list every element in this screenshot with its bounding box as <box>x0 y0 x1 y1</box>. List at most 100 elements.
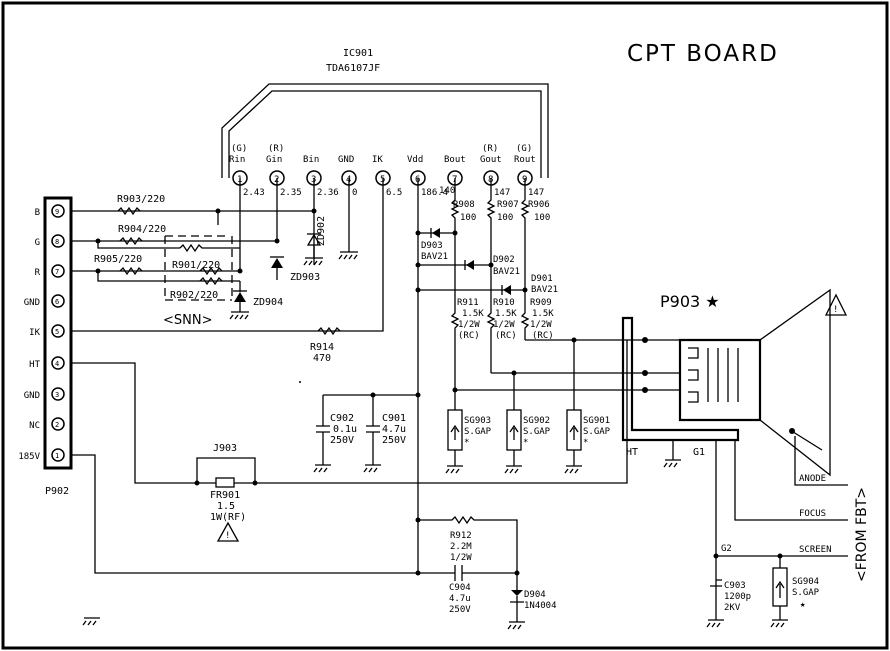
sg901-type: S.GAP <box>583 427 611 437</box>
warning-triangle-icon <box>216 521 240 542</box>
connector-pin-number: 8 <box>55 238 59 246</box>
r908-ref: R908 <box>453 200 475 210</box>
sg902-note: * <box>523 438 528 448</box>
spark-gap-sg902 <box>504 409 522 474</box>
d904-part: 1N4004 <box>524 601 557 611</box>
ic-pin-channel: (G) <box>231 144 247 154</box>
ic-pin-name: Bout <box>444 155 466 165</box>
connector-pin-signal: GND <box>24 298 40 308</box>
resistor-r914 <box>317 326 341 336</box>
ic-pin-group: 1Rin(G)2.432Gin(R)2.353Bin2.364GND05IK6.… <box>229 144 544 198</box>
connector-pin-6: 6 GND <box>24 294 65 308</box>
zener-zd902 <box>303 233 323 266</box>
sg902-type: S.GAP <box>523 427 551 437</box>
c902-rating: 250V <box>330 435 354 446</box>
pin7-out-voltage: 140 <box>439 186 455 196</box>
fr901-ref: FR901 <box>210 490 240 501</box>
resistor-r907 <box>418 178 496 266</box>
connector-pin-signal: NC <box>29 421 40 431</box>
ic-pin-name: Gin <box>266 155 282 165</box>
c901-rating: 250V <box>382 435 406 446</box>
r909-value: 1.5K <box>532 309 554 319</box>
sg903-type: S.GAP <box>464 427 492 437</box>
connector-pin-signal: 185V <box>18 452 40 462</box>
r903-label: R903/220 <box>117 194 165 205</box>
spark-gap-sg903 <box>445 390 463 474</box>
snn-dashed-box <box>164 235 233 301</box>
connector-p902-body <box>43 196 73 470</box>
diode-d904 <box>511 590 523 596</box>
ground-symbol <box>338 178 358 260</box>
ic-pin-channel: (R) <box>268 144 284 154</box>
zd903-label: ZD903 <box>290 272 320 283</box>
connector-pin-5: 5IK <box>29 324 65 338</box>
board-title: CPT BOARD <box>627 41 779 67</box>
sg901-ref: SG901 <box>583 416 610 426</box>
connector-pin-signal: HT <box>29 360 40 370</box>
sg901-note: * <box>583 438 588 448</box>
resistor-r904 <box>119 236 143 246</box>
ic-pin-voltage: 0 <box>352 188 357 198</box>
snn-label: <SNN> <box>163 313 213 328</box>
warning-triangle-icon <box>824 293 848 316</box>
ic-pin-voltage: 147 <box>528 188 544 198</box>
c904-rating: 250V <box>449 605 471 615</box>
r911-ref: R911 <box>457 298 479 308</box>
connector-pin-2: 2NC <box>29 417 65 431</box>
svg-text:!: ! <box>225 531 230 541</box>
sg904-type: S.GAP <box>792 588 820 598</box>
connector-pin-signal: B <box>35 208 40 218</box>
sg903-ref: SG903 <box>464 416 491 426</box>
connector-pin-number: 6 <box>55 298 59 306</box>
r910-power: 1/2W <box>493 320 515 330</box>
zener-zd904 <box>229 281 249 320</box>
resistor-r901 <box>199 266 223 276</box>
ic-pin-name: Rin <box>229 155 245 165</box>
connector-pin-9: 9B <box>35 204 65 218</box>
r908-value: 100 <box>460 213 476 223</box>
ic-pin-voltage: 147 <box>494 188 510 198</box>
fuse-resistor-fr901 <box>215 477 235 488</box>
p903-label: P903 ★ <box>660 292 720 311</box>
r909-power: 1/2W <box>530 320 552 330</box>
connector-pin-signal: IK <box>29 328 40 338</box>
diode-d901 <box>503 285 511 295</box>
r906-value: 100 <box>534 213 550 223</box>
ic-pin-voltage: 2.43 <box>243 188 265 198</box>
diode-d903 <box>432 228 440 238</box>
resistor-r910 <box>486 265 496 373</box>
ic-pin-voltage: 2.35 <box>280 188 302 198</box>
c903-rating: 2KV <box>724 603 741 613</box>
connector-pin-4: 4 HT <box>29 356 65 370</box>
ic-pin-voltage: 6.5 <box>386 188 402 198</box>
r907-value: 100 <box>497 213 513 223</box>
connector-pin-number: 4 <box>55 360 59 368</box>
r912-ref: R912 <box>450 531 472 541</box>
r909-ref: R909 <box>530 298 552 308</box>
spark-gap-sg901 <box>564 409 582 474</box>
connector-pin-number: 9 <box>55 208 59 216</box>
r901-label: R901/220 <box>172 260 220 271</box>
sg903-note: * <box>464 438 469 448</box>
focus-label: FOCUS <box>799 509 826 519</box>
connector-pin-7: 7R <box>35 264 65 278</box>
ic-pin-voltage: 2.36 <box>317 188 339 198</box>
connector-pin-number: 7 <box>55 268 59 276</box>
r906-ref: R906 <box>528 200 550 210</box>
from-fbt-label: <FROM FBT> <box>854 487 870 582</box>
ic-body <box>221 83 549 178</box>
fr901-value: 1.5 <box>217 501 235 512</box>
capacitor-c903 <box>710 579 722 587</box>
c904-ref: C904 <box>449 583 471 593</box>
ic-pin-channel: (G) <box>516 144 532 154</box>
connector-ref: P902 <box>45 486 69 497</box>
ic-pin-name: Rout <box>514 155 536 165</box>
sg904-note: ★ <box>800 600 806 610</box>
r909-note: (RC) <box>532 331 554 341</box>
